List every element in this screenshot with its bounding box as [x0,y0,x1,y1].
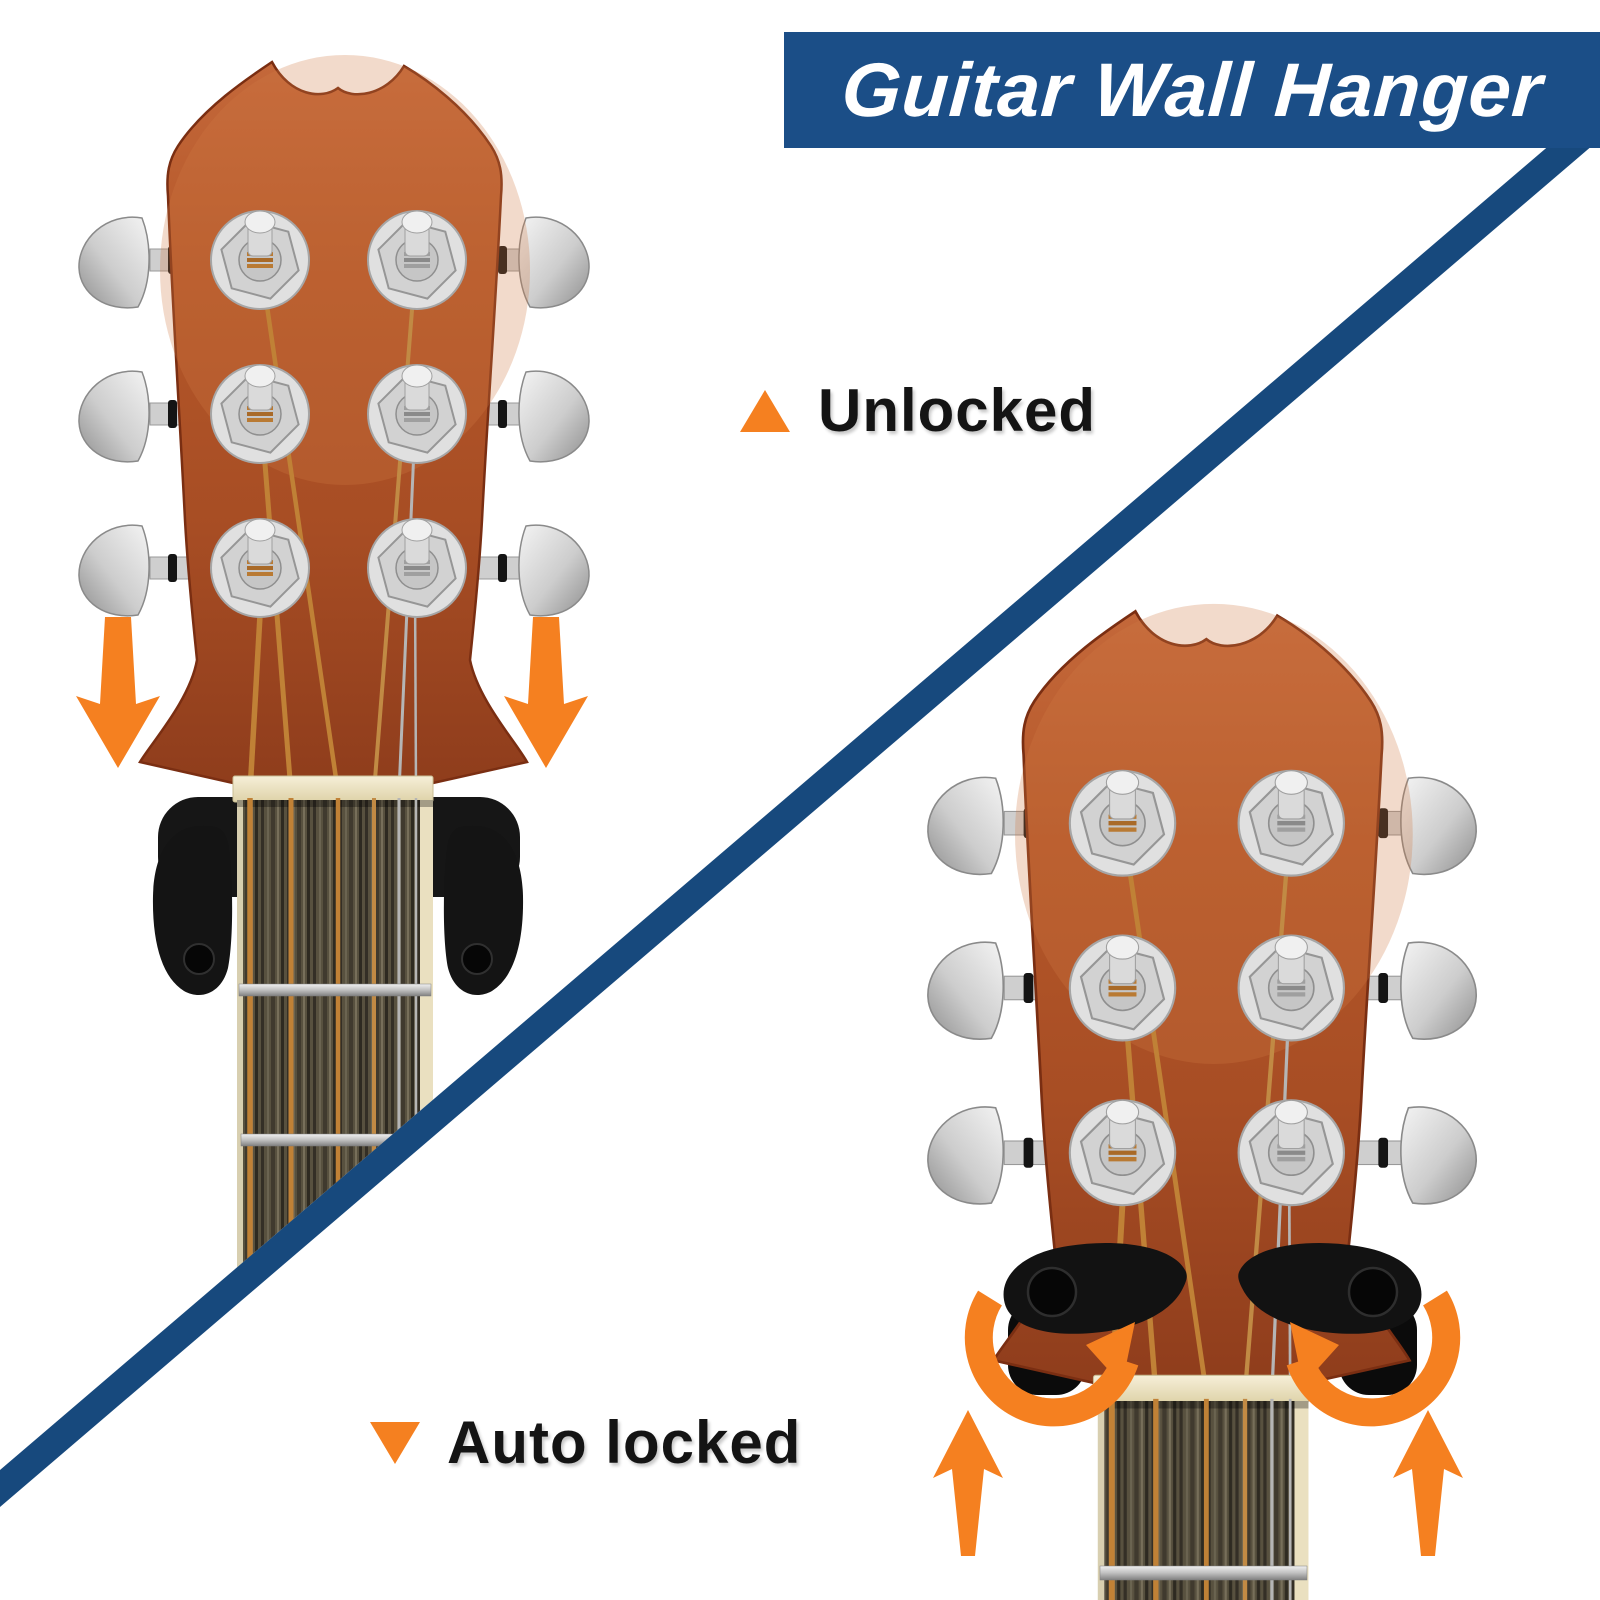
up-triangle-icon [740,390,790,432]
rotate-arrow-icon [964,1290,1139,1427]
hanger-arm-right-open [443,825,524,996]
rotate-arrow-icon [1286,1290,1461,1427]
hanger-arm-left-open [152,825,233,996]
auto-locked-label-row: Auto locked [370,1413,801,1473]
up-arrow-icon [1393,1410,1463,1556]
locked-guitar-photo [928,604,1476,1600]
down-arrow-icon [76,617,160,768]
auto-locked-label: Auto locked [447,1409,802,1476]
diagonal-divider [0,102,1600,1507]
fret-wire [1099,1565,1308,1581]
hanger-arm-right-locked [1238,1243,1422,1334]
fret-wire [238,983,432,997]
banner-title: Guitar Wall Hanger [838,47,1546,133]
unlocked-label-row: Unlocked [740,381,1096,441]
down-triangle-icon [370,1422,420,1464]
unlocked-guitar-photo [79,55,589,1440]
unlocked-label: Unlocked [818,377,1097,444]
up-arrow-icon [933,1410,1003,1556]
title-banner: Guitar Wall Hanger [784,32,1600,148]
hanger-arm-left-locked [1003,1243,1187,1334]
down-arrow-icon [504,617,588,768]
